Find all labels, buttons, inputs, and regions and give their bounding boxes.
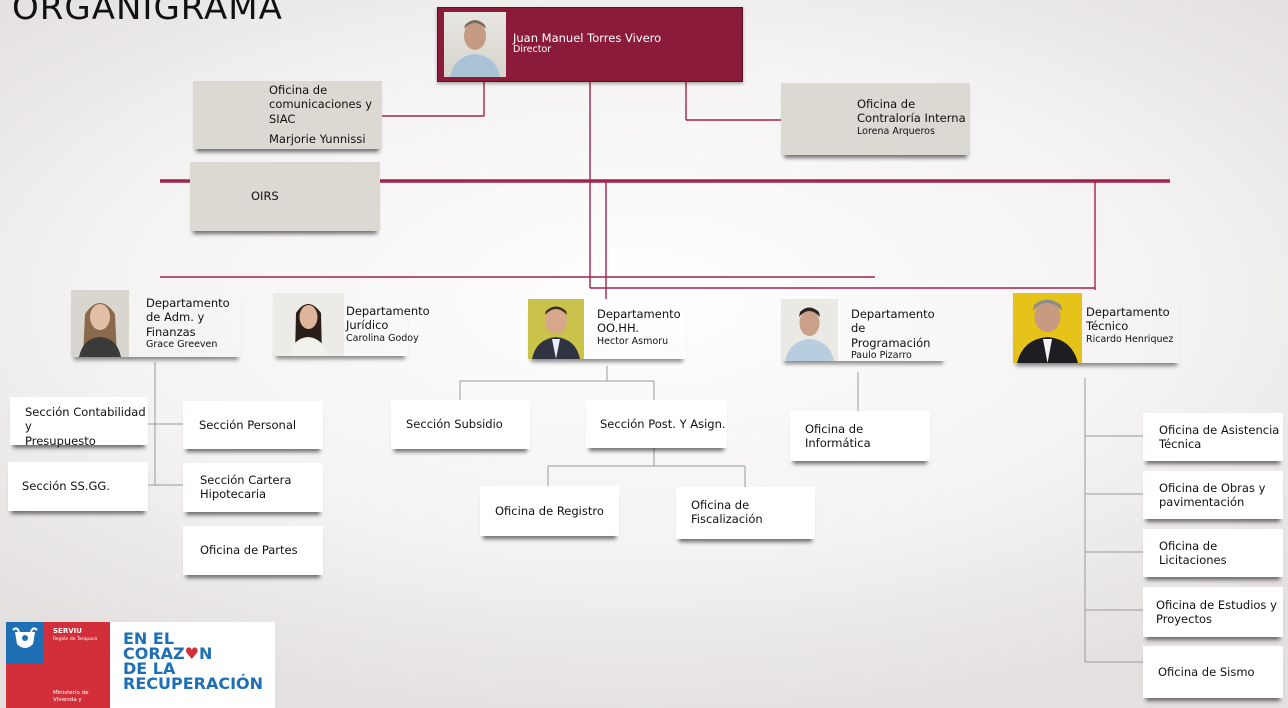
unit-label: Fiscalización <box>691 512 763 527</box>
office-label: comunicaciones y <box>269 97 373 112</box>
department-label: Jurídico <box>346 318 389 333</box>
department-head: Grace Greeven <box>146 339 218 351</box>
department-tecnico: Departamento Técnico Ricardo Henriquez <box>1013 293 1180 363</box>
logo-ministry: Ministerio de <box>53 690 89 696</box>
unit-label: Sección Contabilidad y <box>25 405 146 434</box>
unit-label: Oficina de Informática <box>805 421 871 450</box>
office-label: SIAC <box>269 111 296 126</box>
unit-ssgg: Sección SS.GG. <box>8 462 148 511</box>
unit-label: Oficina de Asistencia <box>1159 423 1280 437</box>
unit-label: Oficina de Sismo <box>1158 664 1255 679</box>
department-head-photo <box>273 293 344 356</box>
unit-label: Oficina de Estudios y <box>1156 598 1277 612</box>
unit-label: Sección Post. Y Asign. <box>600 416 726 431</box>
department-label: de Programación <box>851 321 931 350</box>
unit-partes: Oficina de Partes <box>183 526 323 575</box>
unit-fiscalizacion: Oficina de Fiscalización <box>676 487 815 539</box>
department-adm-finanzas: Departamento de Adm. y Finanzas Grace Gr… <box>71 290 241 357</box>
unit-label: Oficina de Obras y <box>1159 481 1266 495</box>
department-head: Ricardo Henriquez <box>1086 333 1174 345</box>
unit-label: Oficina de <box>691 498 750 512</box>
unit-informatica: Oficina de Informática <box>790 411 930 461</box>
department-head-photo <box>781 299 838 361</box>
unit-label: Técnica <box>1159 437 1202 452</box>
office-label: Oficina de <box>269 83 328 97</box>
logo-serviu: SERVIU <box>53 627 82 635</box>
director-node: Juan Manuel Torres Vivero Director <box>437 7 743 82</box>
department-label: OO.HH. <box>597 321 640 336</box>
logo-ministry: Vivienda y <box>53 696 82 703</box>
department-label: Departamento <box>851 307 935 321</box>
unit-cartera: Sección Cartera Hipotecaria <box>183 463 323 512</box>
department-head-photo <box>528 299 584 359</box>
unit-label: Proyectos <box>1156 612 1212 627</box>
unit-sismo: Oficina de Sismo <box>1143 646 1283 698</box>
logo-slogan-line: DE LA <box>123 659 176 678</box>
coat-of-arms-icon <box>12 627 38 648</box>
office-oirs: OIRS <box>190 162 380 231</box>
unit-label: Sección Subsidio <box>406 417 503 432</box>
unit-personal: Sección Personal <box>183 401 323 449</box>
department-head: Carolina Godoy <box>346 332 419 344</box>
unit-postulacion: Sección Post. Y Asign. <box>586 400 727 448</box>
unit-label: Oficina de Registro <box>495 503 604 518</box>
office-label: Oficina de <box>857 97 916 111</box>
logo-region: Región de Tarapacá <box>53 637 98 642</box>
unit-registro: Oficina de Registro <box>480 486 619 536</box>
page-title: ORGANIGRAMA <box>12 0 283 28</box>
unit-label: Oficina de Licitaciones <box>1159 538 1227 567</box>
unit-obras: Oficina de Obras y pavimentación <box>1143 471 1283 519</box>
department-juridico: Departamento Jurídico Carolina Godoy <box>273 293 430 356</box>
logo-slogan-line: RECUPERACIÓN <box>123 674 264 693</box>
unit-label: Sección Cartera <box>200 473 292 487</box>
serviu-logo: SERVIU Región de Tarapacá Ministerio de … <box>6 622 275 708</box>
logo-slogan-line: CORAZ <box>123 644 185 663</box>
director-name: Juan Manuel Torres Vivero <box>513 31 662 45</box>
department-head-photo <box>71 290 129 357</box>
office-contraloria: Oficina de Contraloría Interna Lorena Ar… <box>781 83 970 155</box>
director-photo <box>444 12 506 77</box>
unit-label: Sección SS.GG. <box>22 479 110 494</box>
department-label: Finanzas <box>146 324 196 339</box>
unit-label: pavimentación <box>1159 495 1245 510</box>
department-label: Departamento <box>146 296 230 310</box>
office-label: Contraloría Interna <box>857 111 966 126</box>
office-person: Marjorie Yunnissi <box>269 132 366 147</box>
unit-licitaciones: Oficina de Licitaciones <box>1143 529 1283 577</box>
unit-label: Oficina de Partes <box>200 543 298 558</box>
department-oohh: Departamento OO.HH. Hector Asmoru <box>528 299 686 359</box>
office-comunicaciones: Oficina de comunicaciones y SIAC Marjori… <box>193 81 382 149</box>
unit-contabilidad: Sección Contabilidad y Presupuesto <box>10 397 148 448</box>
unit-subsidio: Sección Subsidio <box>391 400 530 449</box>
department-head: Paulo Pizarro <box>851 350 912 362</box>
unit-asistencia: Oficina de Asistencia Técnica <box>1143 413 1283 461</box>
office-label: OIRS <box>251 189 279 204</box>
department-label: Departamento <box>1086 305 1170 319</box>
unit-label: Sección Personal <box>199 417 297 432</box>
director-role: Director <box>513 44 552 56</box>
department-label: Departamento <box>597 307 681 321</box>
unit-label: Presupuesto <box>25 433 96 448</box>
department-head-photo <box>1013 293 1082 363</box>
logo-slogan-line: N <box>199 644 213 663</box>
unit-estudios: Oficina de Estudios y Proyectos <box>1143 587 1283 637</box>
department-head: Hector Asmoru <box>597 335 669 347</box>
office-person: Lorena Arqueros <box>857 125 935 137</box>
unit-label: Hipotecaria <box>200 487 267 502</box>
department-label: Departamento <box>346 304 430 318</box>
department-programacion: Departamento de Programación Paulo Pizar… <box>781 299 946 361</box>
department-label: Técnico <box>1086 319 1129 334</box>
heart-icon: ♥ <box>184 644 199 663</box>
department-label: de Adm. y <box>146 310 205 325</box>
logo-slogan-line: EN EL <box>123 629 175 648</box>
